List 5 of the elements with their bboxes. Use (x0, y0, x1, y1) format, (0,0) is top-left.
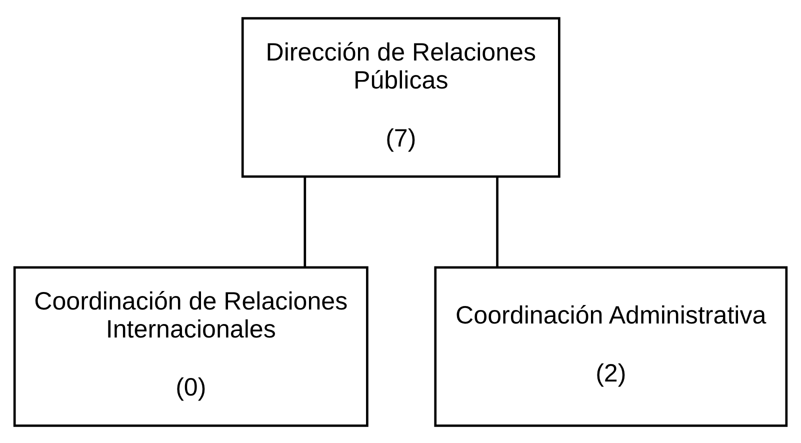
node-box: Coordinación de Relaciones Internacionales (0) (13, 266, 368, 426)
node-box: Coordinación Administrativa (2) (434, 266, 788, 426)
node-box: Dirección de Relaciones Públicas (7) (241, 16, 560, 178)
connector (304, 176, 306, 267)
connector (496, 176, 498, 267)
